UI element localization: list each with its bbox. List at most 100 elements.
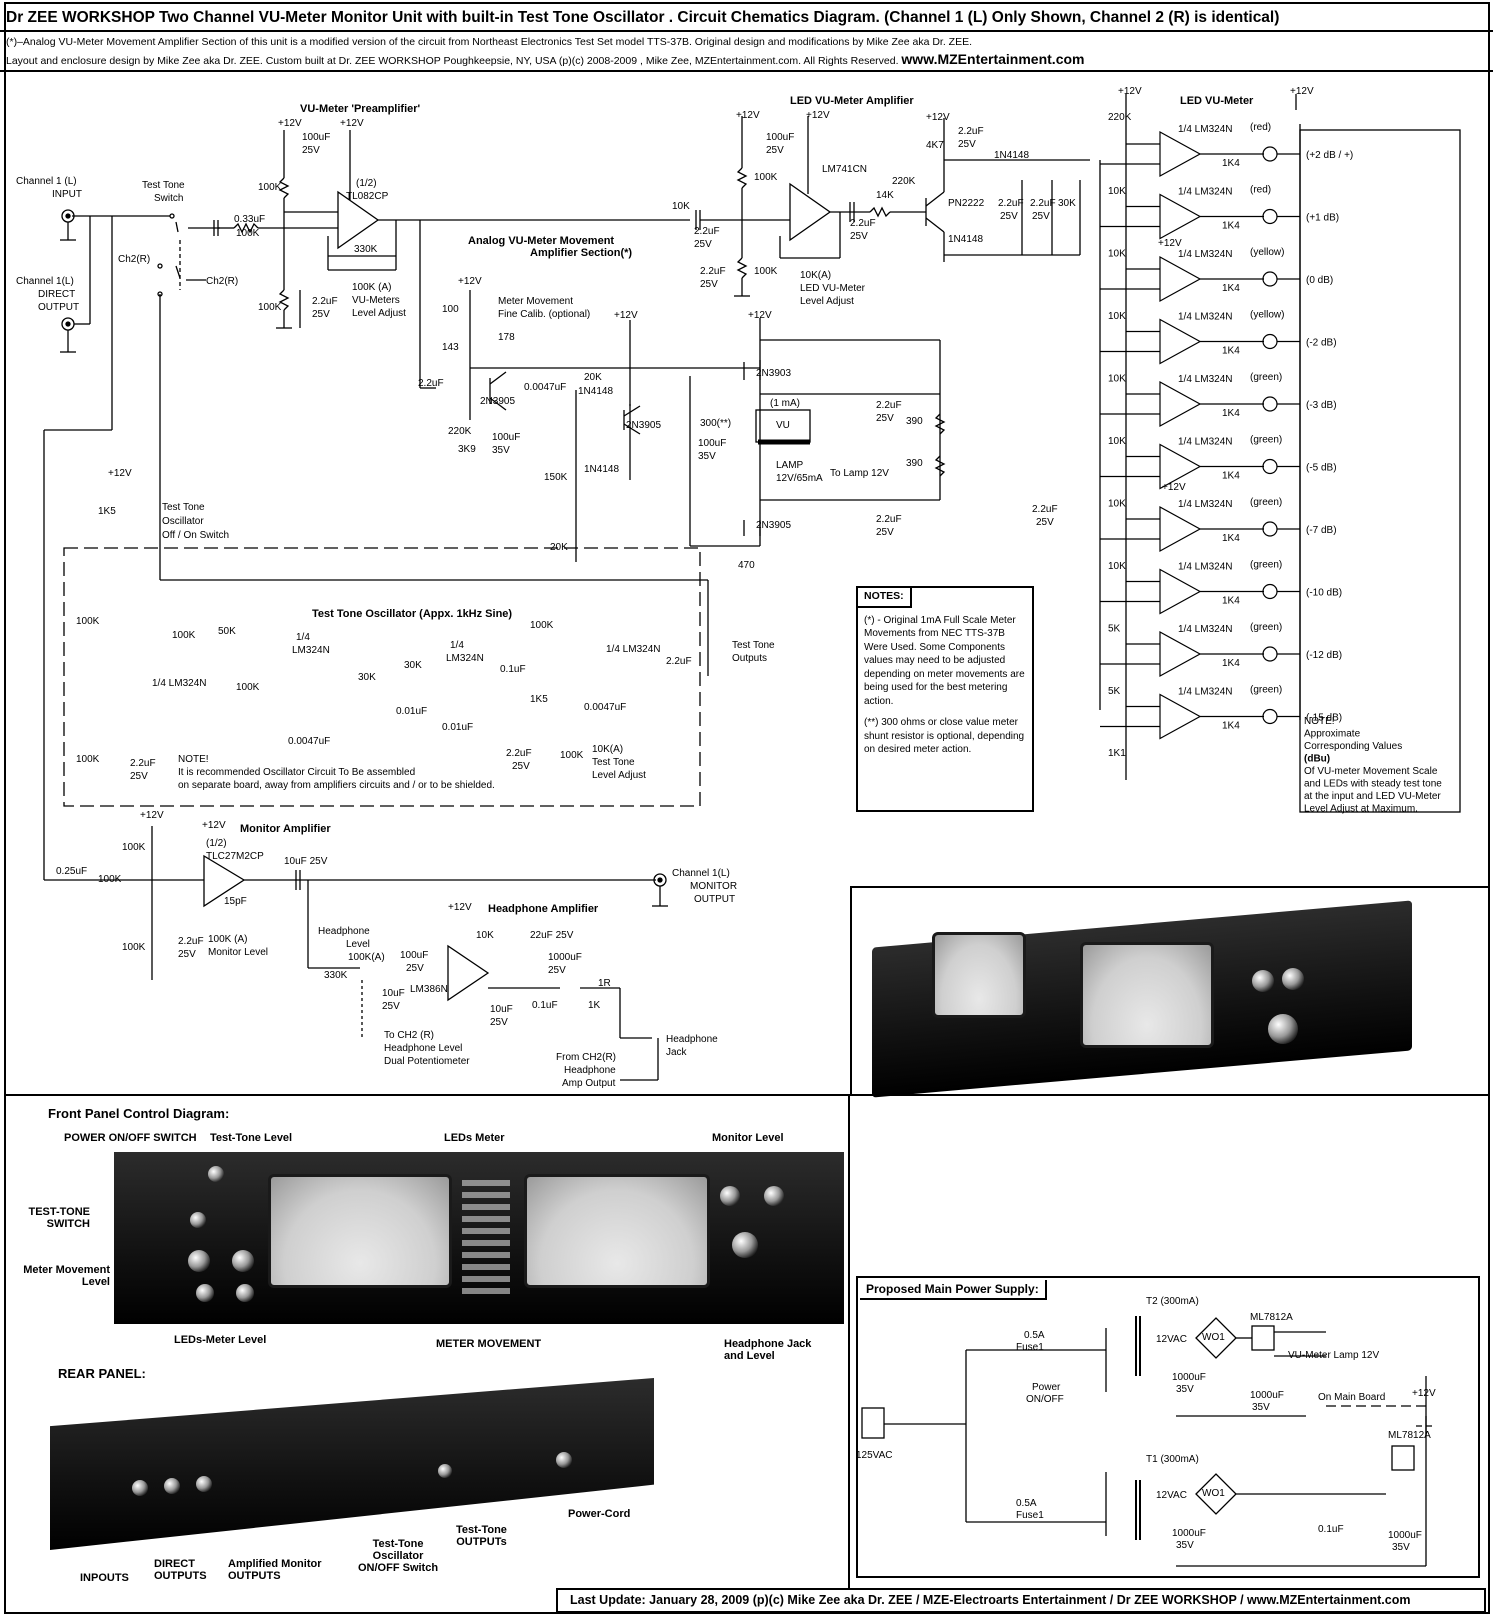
label-12v: +12V	[278, 118, 302, 129]
label-cap: 2.2uF	[694, 226, 720, 237]
ps-label: T2 (300mA)	[1146, 1296, 1199, 1307]
label-cap: 25V	[694, 239, 712, 250]
label-resistor: 100K	[172, 630, 196, 641]
label-cap: 100uF	[698, 438, 726, 449]
label-resistor: 330K	[324, 970, 348, 981]
label-12v: +12V	[448, 902, 472, 913]
label-leds-meter-level: LEDs-Meter Level	[174, 1334, 267, 1346]
ps-label: On Main Board	[1318, 1392, 1385, 1403]
label-opamp: 1/4 LM324N	[606, 644, 660, 655]
led-row-mark	[1262, 208, 1278, 225]
label-cap: 15pF	[224, 896, 247, 907]
label-inputs: INPOUTS	[80, 1572, 129, 1584]
label-ch2: Ch2(R)	[206, 276, 238, 287]
label-cap: 2.2uF	[178, 936, 204, 947]
label-to-lamp: To Lamp 12V	[830, 468, 889, 479]
led-row-mark	[1159, 568, 1202, 615]
label-ch1-direct: DIRECT	[38, 289, 75, 300]
monitor-level-knob[interactable]	[764, 1186, 784, 1206]
label-from-ch2: From CH2(R)	[556, 1052, 616, 1063]
led-level-label: (-10 dB)	[1306, 588, 1342, 599]
label-resistor: 100K	[236, 682, 260, 693]
label-diode: 1N4148	[578, 386, 613, 397]
label-opamp: LM324N	[446, 653, 484, 664]
power-switch[interactable]	[208, 1166, 224, 1182]
led-opamp-label: 1/4 LM324N	[1178, 437, 1232, 448]
label-cap: 2.2uF	[1030, 198, 1056, 209]
ps-label: 0.5A	[1024, 1330, 1045, 1341]
rear-power-cord[interactable]	[556, 1452, 572, 1468]
label-vu: VU	[776, 420, 790, 431]
ladder-resistor: 10K	[1108, 311, 1126, 322]
label-lamp: 12V/65mA	[776, 473, 823, 484]
ps-label: +12V	[1412, 1388, 1436, 1399]
led-row-mark	[1159, 318, 1202, 365]
label-cap: 10uF	[490, 1004, 513, 1015]
section-monitor: Monitor Amplifier	[240, 823, 331, 835]
section-led-meter: LED VU-Meter	[1180, 95, 1254, 107]
ps-label: Fuse1	[1016, 1510, 1044, 1521]
label-meter-movement: METER MOVEMENT	[436, 1338, 542, 1350]
label-resistor: 1K5	[98, 506, 116, 517]
test-tone-switch[interactable]	[190, 1212, 206, 1228]
led-row-mark	[1159, 630, 1202, 678]
label-resistor: 14K	[876, 190, 894, 201]
footer: Last Update: January 28, 2009 (p)(c) Mik…	[556, 1588, 1486, 1613]
oscillator-note: NOTE!	[178, 754, 209, 765]
led-color-label: (green)	[1250, 497, 1282, 508]
label-pot: Test Tone	[592, 757, 635, 768]
leds-level-knob[interactable]	[196, 1284, 214, 1302]
rear-monitor-jack[interactable]	[196, 1476, 212, 1492]
label-resistor: 1R	[598, 978, 611, 989]
label-cap: 2.2uF	[958, 126, 984, 137]
monitor-level-knob[interactable]	[720, 1186, 740, 1206]
led-resistor-label: 1K4	[1222, 533, 1240, 544]
meter-movement-knob[interactable]	[232, 1250, 254, 1272]
section-headphone: Headphone Amplifier	[488, 903, 599, 915]
label-cap: 2.2uF	[876, 514, 902, 525]
meter-movement-knob[interactable]	[188, 1250, 210, 1272]
headphone-level-knob[interactable]	[732, 1232, 758, 1258]
label-cap: 0.0047uF	[524, 382, 566, 393]
front-panel-heading: Front Panel Control Diagram:	[48, 1106, 230, 1121]
label-cap: 22uF 25V	[530, 930, 574, 941]
label-line: Amplified Monitor	[228, 1558, 322, 1570]
website-link[interactable]: www.MZEntertainment.com	[901, 51, 1085, 67]
label-opamp: LM386N	[410, 984, 448, 995]
leds-level-knob[interactable]	[236, 1284, 254, 1302]
label-line: OUTPUTS	[228, 1570, 281, 1582]
label-resistor: 100K	[258, 182, 282, 193]
label-cap: 2.2uF	[1032, 504, 1058, 515]
led-opamp-label: 1/4 LM324N	[1178, 374, 1232, 385]
ps-label: 1000uF	[1172, 1528, 1206, 1539]
label-cap: 2.2uF	[850, 218, 876, 229]
ps-label: 0.1uF	[1318, 1524, 1344, 1535]
label-resistor: 100K	[122, 842, 146, 853]
led-resistor-label: 1K4	[1222, 346, 1240, 357]
label-transistor: 2N3905	[626, 420, 661, 431]
label-resistor: 10K	[476, 930, 494, 941]
label-cap: 25V	[700, 279, 718, 290]
label-cap: 25V	[490, 1017, 508, 1028]
label-resistor: 100K	[98, 874, 122, 885]
section-oscillator: Test Tone Oscillator (Appx. 1kHz Sine)	[312, 608, 512, 620]
led-level-label: (-2 dB)	[1306, 338, 1337, 349]
label-monitor-output: OUTPUT	[694, 894, 735, 905]
label-cap: 0.01uF	[396, 706, 427, 717]
rear-direct-jack[interactable]	[164, 1478, 180, 1494]
label-cap: 35V	[492, 445, 510, 456]
label-test-tone-level: Test-Tone Level	[210, 1132, 293, 1144]
rear-input-jack[interactable]	[132, 1480, 148, 1496]
rear-tt-output-jack[interactable]	[438, 1464, 452, 1478]
label-ch2: Ch2(R)	[118, 254, 150, 265]
label-transistor: 2N3903	[756, 368, 791, 379]
label-cap: 25V	[1036, 517, 1054, 528]
label-line: Headphone Jack	[724, 1338, 812, 1350]
label-resistor: 100K	[754, 172, 778, 183]
led-row-mark	[1262, 333, 1278, 350]
label-cap: 25V	[766, 145, 784, 156]
label-pot: 100K(A)	[348, 952, 385, 963]
label-line: Oscillator	[372, 1550, 424, 1562]
label-cap: 100uF	[766, 132, 794, 143]
divider	[4, 1094, 1490, 1096]
